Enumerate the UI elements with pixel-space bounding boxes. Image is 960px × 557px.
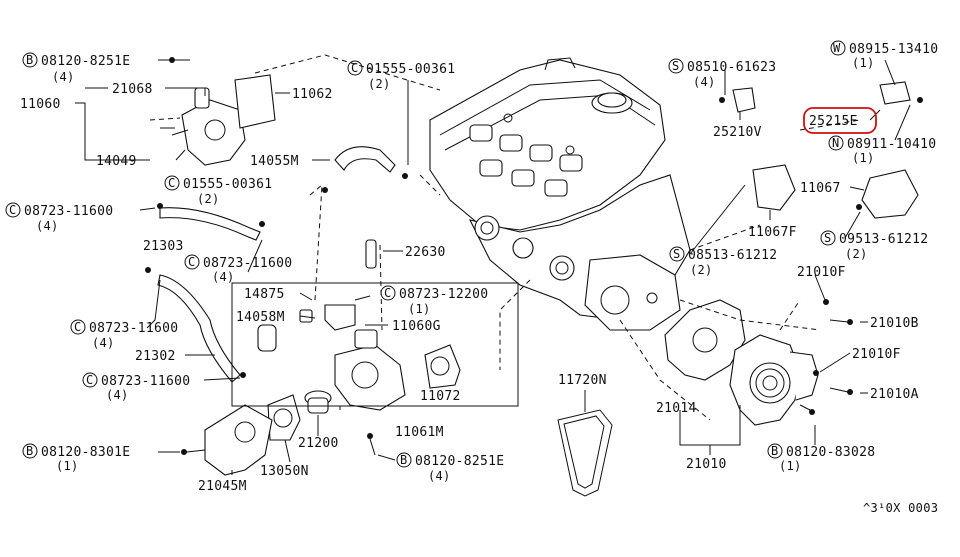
belt-11720n (557, 409, 613, 497)
label-c-01555-00361-a: 01555-00361 (366, 62, 455, 77)
prefix-b-icon: B (26, 53, 34, 67)
prefix-s-icon: S (673, 247, 681, 261)
hose-21303 (159, 207, 261, 241)
label-c-08723-12200: 08723-12200 (399, 287, 488, 302)
label-11067f: 11067F (748, 225, 797, 240)
prefix-b-icon: B (771, 444, 779, 458)
label-14058m: 14058M (236, 310, 285, 325)
label-21010f-b: 21010F (852, 347, 901, 362)
hose-14055m (334, 146, 396, 173)
relay-11067 (861, 169, 919, 219)
label-s-08510-61623: 08510-61623 (687, 60, 776, 75)
label-11061m: 11061M (395, 425, 444, 440)
qty-w-08915-13410: (1) (852, 56, 875, 70)
prefix-c-icon: C (74, 320, 82, 334)
prefix-b-icon: B (26, 444, 34, 458)
bracket-11067f (752, 164, 796, 211)
label-21303: 21303 (143, 239, 184, 254)
label-25215e: 25215E (809, 114, 858, 129)
label-25210v: 25210V (713, 125, 762, 140)
label-21068: 21068 (112, 82, 153, 97)
label-c-01555-00361-b: 01555-00361 (183, 177, 272, 192)
prefix-c-icon: C (9, 203, 17, 217)
label-s-09513-61212: 09513-61212 (839, 232, 928, 247)
prefix-c-icon: C (86, 373, 94, 387)
label-13050n: 13050N (260, 464, 309, 479)
label-21010b: 21010B (870, 316, 919, 331)
prefix-b-icon: B (400, 453, 408, 467)
water-pump-illustration (664, 299, 819, 426)
qty-c-08723-12200: (1) (408, 302, 431, 316)
prefix-c-icon: C (384, 286, 392, 300)
label-s-08513-61212-a: 08513-61212 (688, 248, 777, 263)
label-b-08120-8301e: 08120-8301E (41, 445, 130, 460)
part-labels: B 08120-8251E (4) 21068 11060 14049 1106… (5, 40, 938, 515)
qty-c-01555-00361-a: (2) (368, 77, 391, 91)
qty-b-08120-8251e-top: (4) (52, 70, 75, 84)
leader-lines (75, 54, 911, 475)
label-b-08120-8251e-bot: 08120-8251E (415, 454, 504, 469)
sensor-22630 (365, 239, 377, 269)
label-b-08120-83028: 08120-83028 (786, 445, 875, 460)
label-c-08723-11600-d: 08723-11600 (101, 374, 190, 389)
qty-b-08120-8301e: (1) (56, 459, 79, 473)
qty-n-08911-10410: (1) (852, 151, 875, 165)
qty-c-08723-11600-a: (4) (36, 219, 59, 233)
prefix-c-icon: C (188, 255, 196, 269)
switch-25210v (732, 87, 756, 113)
qty-b-08120-8251e-bot: (4) (428, 469, 451, 483)
label-21010f-a: 21010F (797, 265, 846, 280)
thermostat-housing-upper-illustration (160, 74, 276, 166)
label-c-08723-11600-c: 08723-11600 (89, 321, 178, 336)
label-14049: 14049 (96, 154, 137, 169)
highlight-25215e (803, 107, 877, 134)
label-21200: 21200 (298, 436, 339, 451)
label-11062: 11062 (292, 87, 333, 102)
prefix-c-icon: C (168, 176, 176, 190)
qty-c-08723-11600-d: (4) (106, 388, 129, 402)
label-11720n: 11720N (558, 373, 607, 388)
qty-c-01555-00361-b: (2) (197, 192, 220, 206)
thermostat-housing-assembly-frame (231, 282, 519, 407)
label-11060g: 11060G (392, 319, 441, 334)
switch-25215e (879, 81, 911, 105)
label-11060: 11060 (20, 97, 61, 112)
label-n-08911-10410: 08911-10410 (847, 137, 936, 152)
label-c-08723-11600-b: 08723-11600 (203, 256, 292, 271)
qty-s-08510-61623: (4) (693, 75, 716, 89)
label-14055m: 14055M (250, 154, 299, 169)
label-21010: 21010 (686, 457, 727, 472)
reference-code: ^3¹0X 0003 (863, 501, 938, 515)
label-c-08723-11600-a: 08723-11600 (24, 204, 113, 219)
engine-block-illustration (429, 57, 691, 331)
prefix-s-icon: S (672, 59, 680, 73)
qty-s-09513-61212: (2) (845, 247, 868, 261)
label-11067: 11067 (800, 181, 841, 196)
label-21302: 21302 (135, 349, 176, 364)
label-21014: 21014 (656, 401, 697, 416)
qty-s-08513-61212-a: (2) (690, 263, 713, 277)
label-b-08120-8251e-top: 08120-8251E (41, 54, 130, 69)
prefix-w-icon: W (833, 41, 841, 55)
label-w-08915-13410: 08915-13410 (849, 42, 938, 57)
qty-c-08723-11600-b: (4) (212, 270, 235, 284)
label-22630: 22630 (405, 245, 446, 260)
label-14875: 14875 (244, 287, 285, 302)
prefix-s-icon: S (824, 231, 832, 245)
prefix-c-icon: C (351, 61, 359, 75)
prefix-n-icon: N (832, 136, 840, 150)
label-21010a: 21010A (870, 387, 919, 402)
qty-b-08120-83028: (1) (779, 459, 802, 473)
thermostat-housing-lower-illustration (204, 304, 461, 476)
label-11072: 11072 (420, 389, 461, 404)
qty-c-08723-11600-c: (4) (92, 336, 115, 350)
bolt-icons (145, 57, 923, 456)
label-21045m: 21045M (198, 479, 247, 494)
